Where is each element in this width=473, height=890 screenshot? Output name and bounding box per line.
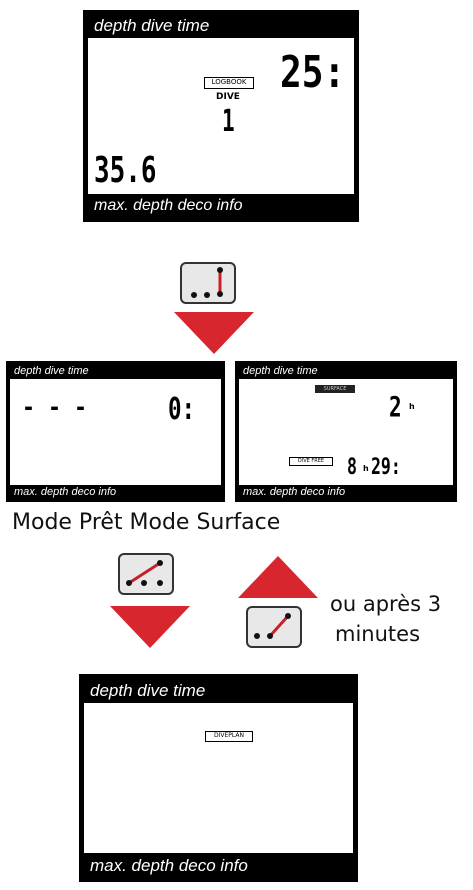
- arrow-down-icon: [174, 312, 254, 354]
- surface-hours-unit: h: [409, 402, 415, 411]
- surface-mode-screen: depth dive time SURFACE 2 h DIVE FREE 8 …: [235, 361, 457, 502]
- arrow-up-icon: [238, 556, 318, 598]
- logbook-chip: LOGBOOK: [204, 77, 254, 89]
- depth-placeholder: - - -: [22, 393, 88, 421]
- surface-chip: SURFACE: [315, 385, 355, 393]
- dive-time-value: 25:: [280, 47, 346, 98]
- dive-number: 1: [222, 104, 235, 139]
- after-minutes-caption-line2: minutes: [335, 622, 421, 646]
- button-press-diagonal-icon: [118, 553, 174, 595]
- arrow-down-icon: [110, 606, 190, 648]
- screen-header: depth dive time: [88, 14, 354, 38]
- ready-mode-screen: depth dive time - - - 0: max. depth deco…: [6, 361, 225, 502]
- dive-time-value: 0:: [168, 392, 196, 427]
- dive-label: DIVE: [216, 92, 240, 102]
- diveplan-screen: depth dive time DIVEPLAN max. depth deco…: [79, 674, 358, 882]
- screen-footer: max. depth deco info: [88, 194, 354, 218]
- screen-footer: max. depth deco info: [239, 485, 453, 499]
- mode-caption: Mode Prêt Mode Surface: [12, 510, 281, 535]
- max-depth-value: 35.6: [94, 150, 157, 191]
- button-press-diagonal-icon: [246, 606, 302, 648]
- dive-free-chip: DIVE FREE: [289, 457, 333, 466]
- button-press-right-icon: [180, 262, 236, 304]
- screen-footer: max. depth deco info: [10, 485, 221, 499]
- screen-header: depth dive time: [10, 364, 221, 379]
- diveplan-chip: DIVEPLAN: [205, 731, 253, 742]
- logbook-screen: depth dive time 25: LOGBOOK DIVE 1 35.6 …: [83, 10, 359, 222]
- after-minutes-caption-line1: ou après 3: [330, 592, 442, 616]
- screen-header: depth dive time: [84, 678, 353, 703]
- dive-free-hours-unit: h: [363, 464, 369, 473]
- dive-free-minutes: 29:: [371, 455, 401, 480]
- screen-header: depth dive time: [239, 364, 453, 379]
- screen-footer: max. depth deco info: [84, 853, 353, 878]
- dive-free-hours: 8: [347, 455, 357, 480]
- surface-hours-value: 2: [389, 390, 402, 423]
